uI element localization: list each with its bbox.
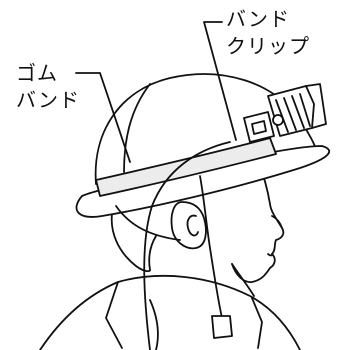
rubber-band-label-line-1: ゴム <box>16 60 80 87</box>
headlamp-pivot <box>273 115 283 125</box>
collar-left <box>106 282 122 348</box>
ear <box>171 202 205 248</box>
jacket-fold <box>150 300 158 350</box>
band-clip-label: バンド クリップ <box>226 6 310 60</box>
band-clip <box>244 112 274 142</box>
band-clip-label-line-1: バンド <box>226 6 310 33</box>
band-clip-label-line-2: クリップ <box>226 33 310 60</box>
ear-inner <box>187 216 198 236</box>
rubber-band-label: ゴム バンド <box>16 60 80 114</box>
chin-strap-buckle <box>212 316 232 338</box>
rubber-band-label-line-2: バンド <box>16 87 80 114</box>
nose-tip <box>272 216 282 228</box>
neck-back <box>149 236 156 270</box>
collar-right <box>252 298 262 348</box>
mouth-line <box>268 254 272 256</box>
shoulder-outline <box>40 276 300 350</box>
chin-strap-front <box>200 176 222 318</box>
